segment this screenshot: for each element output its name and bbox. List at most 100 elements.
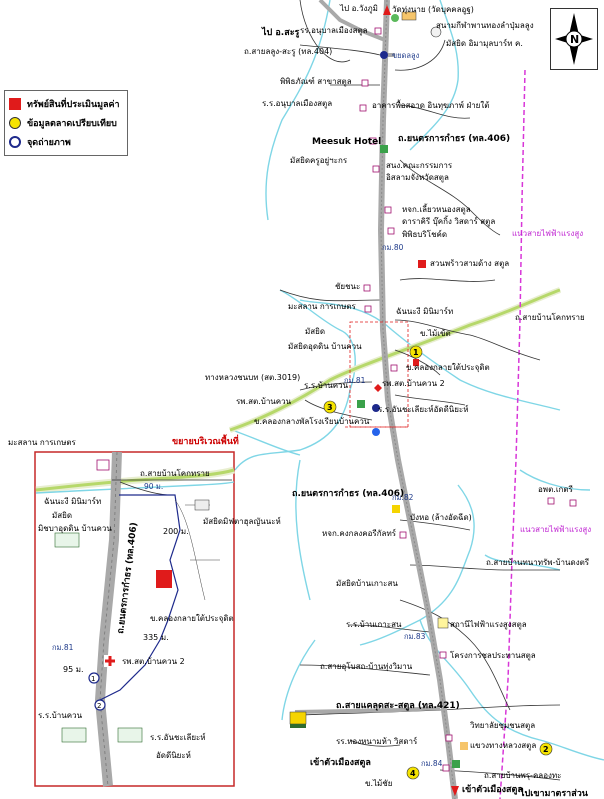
label-rr-khlong-nua: รร.หองหนามห้า วิสดาร์: [336, 736, 418, 746]
label-chaiwat: ชัยชนะ: [335, 282, 360, 291]
label-wat-thung: วัดทุ่งนาย (วัดบุคคลอูฐ): [392, 5, 474, 15]
label-kor-ban-la: ข.คลองกลายใต้ประจุดิต: [406, 363, 490, 372]
label-ban-toh: บังหอ (ล้างอัดฉีด): [410, 513, 472, 522]
power-line: [499, 69, 526, 799]
inset-minimart: ฉันนะงี มินิมาร์ท: [44, 496, 101, 506]
label-satun-apartment: อาคารพื้อสอาด อินทุฆภาพ์ ฝ่ายใต้: [372, 99, 489, 110]
label-mosque-mid: มัสยิด: [305, 327, 325, 336]
highway-421: [294, 706, 441, 714]
highway-404: [318, 0, 386, 42]
label-yakat-lalung: ขยดลลูง: [392, 51, 420, 60]
inset-rr-an-chai-2: อัดดีนิยะห์: [156, 750, 191, 760]
label-road-yanatrakan-mid: ถ.ยนตรการกำธร (ทล.406): [292, 488, 404, 499]
minor-roads: [279, 0, 561, 781]
label-meesuk-hotel: Meesuk Hotel: [312, 137, 381, 147]
compass-rose-icon: N: [555, 13, 593, 65]
label-km-81: กม.81: [344, 376, 366, 385]
label-kor-alley: ข.คลองกลางพัลโรงเรียนบ้านควน: [254, 416, 370, 426]
label-into-city: เข้าตัวเมืองสตูล: [310, 756, 371, 768]
svg-text:1: 1: [91, 675, 95, 683]
inset-dist-335: 335 ม.: [143, 633, 169, 642]
legend-label-market: ข้อมูลตลาดเปรียบเทียบ: [27, 119, 117, 129]
label-highway-district: แขวงทางหลวงสตูล: [470, 741, 536, 751]
label-apartment-right: อพต.เกตรี: [538, 485, 574, 494]
inset-cemetery: มะสลาน การเกษตร: [8, 438, 77, 447]
label-hospital-ban-khuan2: รพ.สต.บ้านควน 2: [382, 379, 445, 388]
label-km-82: กม.82: [392, 493, 414, 502]
label-to-wang-phu: ไป อ.วังภูมิ: [339, 4, 378, 14]
marker-4: 4: [410, 769, 416, 778]
inset-alley: ข.คลองกลายใต้ประจุดิต: [150, 614, 234, 623]
direction-arrows: [383, 5, 459, 796]
marker-3: 3: [327, 403, 333, 412]
mosque-icon: [391, 14, 399, 22]
label-power-line-top: แนวสายไฟฟ้าแรงสูง: [512, 229, 583, 239]
marker-2: 2: [543, 745, 549, 754]
target-property-marker: [413, 359, 419, 365]
place-markers: [359, 27, 577, 772]
study-area: [349, 321, 409, 428]
label-road-jemay: ถ.สายอุโบสถ-บ้านทุ่งวิมาน: [320, 661, 413, 671]
label-rd-kluay: ข.ไม้ชัย: [365, 779, 392, 788]
legend-label-property: ทรัพย์สินที่ประเมินมูลค่า: [27, 100, 120, 110]
inset-map: 1 2 มะสลาน การเกษตร ถ.สายบ้านโคกทราย 90 …: [8, 438, 281, 787]
label-km-84: กม.84: [421, 759, 443, 768]
inset-km-81: กม.81: [52, 643, 74, 652]
label-km-83: กม.83: [404, 632, 426, 641]
label-vocational-college: วิทยาลัยชุมชนสตูล: [469, 721, 535, 731]
stadium-icon: [430, 26, 442, 38]
comparison-markers: 1 2 3 4: [323, 345, 553, 780]
label-road-lalung-sa-ru: ถ.สายลลูง-สะรู (ทล.404): [244, 47, 332, 57]
inset-mosque-right: มัสยิดมิฟตาฮุลญันนะห์: [203, 516, 281, 526]
inset-rr-ban-khuan: ร.ร.บ้านควน: [38, 711, 83, 720]
label-power-line-mid: แนวสายไฟฟ้าแรงสูง: [520, 525, 591, 535]
label-school-sports: สนามกีฬาพานทองลำปุ่มลลูง: [436, 21, 534, 31]
label-school-ban-khuan: มัสยิดอุดดิน บ้านควน: [288, 342, 362, 351]
label-rph-ban-khuan: รพ.สต.บ้านควน: [236, 397, 292, 406]
inset-school-ban-khuan: มิชบาอุดดิน บ้านควน: [38, 524, 112, 533]
camera-direction-icon: [9, 136, 21, 148]
label-mosque-kuraniya: มัสยิดครูอยู่ฯะกร: [290, 156, 348, 166]
inset-rr-an-chai-1: ร.ร.อันชะเลียะห์: [150, 732, 206, 742]
label-mosque-ban-kaosan: มัสยิดบ้านเกาะสน: [336, 579, 398, 588]
label-road-satun-lower: ถ.สายแคลุดสะ-สตูล (ทล.421): [336, 701, 460, 711]
legend: ทรัพย์สินที่ประเมินมูลค่า ข้อมูลตลาดเปรี…: [4, 90, 128, 156]
poi-icons: [289, 11, 468, 768]
label-km-80: กม.80: [382, 243, 404, 252]
label-museum: พิพิธภัณฑ์ สาขาสตูล: [280, 76, 352, 87]
highway-406: [377, 0, 458, 799]
label-road-ban-bo: ถ.สายบ้านพรุ-คลองทะ: [484, 771, 561, 780]
legend-item-property: ทรัพย์สินที่ประเมินมูลค่า: [9, 97, 120, 111]
label-rr-ban-kanon: ร.ร.บ้านเกาะสน: [346, 620, 402, 629]
label-rr-an-chai: ร.ร.อันชะเลียะห์อัดดีนิยะห์: [378, 404, 469, 414]
map-labels: ไป อ.วังภูมิ วัดทุ่งนาย (วัดบุคคลอูฐ) ไป…: [172, 4, 591, 799]
label-tang-luang: ทางหลวงชนบท (สต.3019): [205, 373, 300, 382]
label-cemetery: มะสลาน การเกษตร: [288, 302, 357, 311]
label-school-small: รร.อนุบาลเมืองสตูล: [300, 26, 368, 36]
label-mosque-top: มัสยิด อิมามุลบาร์ท ค.: [446, 38, 523, 48]
label-school-rajabhat: ดาราคิรี บุ๊คกิ้ง วิสดาร์ สตูล: [402, 215, 495, 227]
compass: N: [550, 8, 598, 70]
label-office-election: อิสลามจังหวัดสตูล: [386, 173, 449, 183]
label-around-area: ขยายบริเวณพื้นที่: [172, 434, 239, 447]
label-rr-ban-khuan: ร.ร.บ้านควน: [304, 381, 349, 390]
label-into-city2: เข้าตัวเมืองสตูล: [462, 783, 523, 795]
marker-1: 1: [413, 348, 419, 357]
label-water-project: โครงการชลประทานสตูล: [450, 650, 536, 661]
inset-km-90: 90 ม.: [144, 482, 163, 491]
inset-dist-95: 95 ม.: [63, 665, 84, 674]
inset-hospital: รพ.สต.บ้านควน 2: [122, 657, 185, 666]
inset-dist-200: 200 ม.: [163, 527, 189, 536]
label-lotus-minimart: ฉันนะงี มินิมาร์ท: [396, 306, 453, 316]
label-to-khao: ไปเขามาตราส่วน: [519, 787, 589, 799]
label-to-sa-ru: ไป อ.สะรู: [261, 26, 300, 38]
label-gas-station: หจก.คงกลงคอรีกัลทร์: [322, 528, 397, 538]
label-office-committee: สนง.คณะกรรมการ: [386, 161, 453, 170]
legend-item-photo: จุดถ่ายภาพ: [9, 135, 71, 149]
label-road-yanatrakan-top: ถ.ยนตรการกำธร (ทล.406): [398, 133, 510, 144]
legend-label-photo: จุดถ่ายภาพ: [27, 138, 71, 148]
red-square-icon: [9, 98, 21, 110]
svg-text:2: 2: [97, 702, 101, 710]
label-garden-coconut: สวนพร้าวสามด้าง สตูล: [430, 259, 509, 269]
yellow-circle-icon: [9, 117, 21, 129]
